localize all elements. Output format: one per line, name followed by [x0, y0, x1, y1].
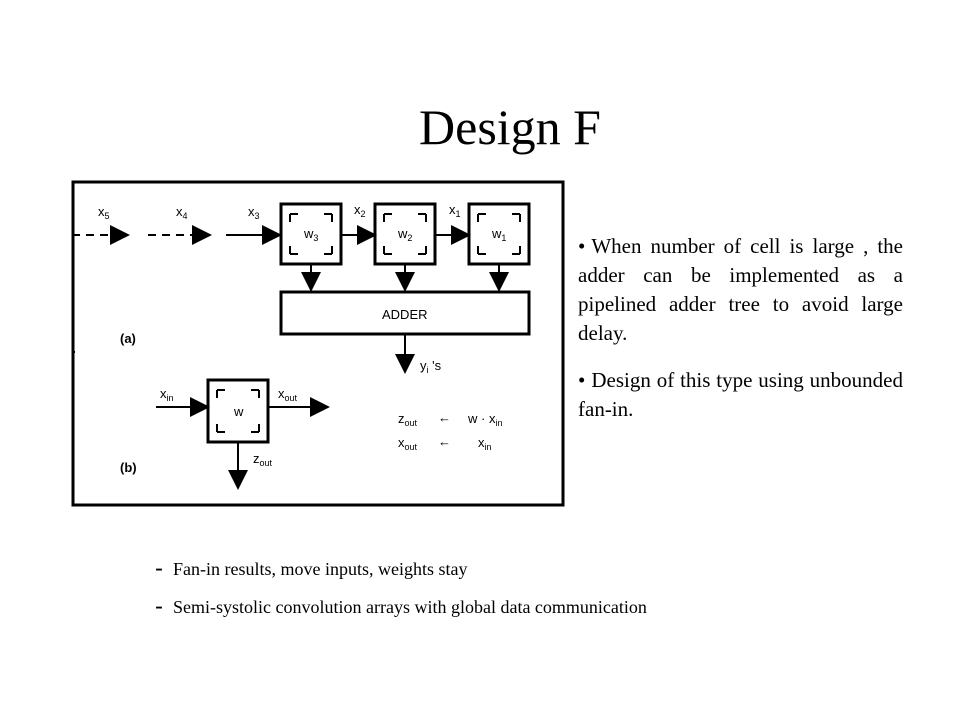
note-text: Semi-systolic convolution arrays with gl… [173, 596, 647, 617]
input-label-x1: x1 [449, 202, 461, 219]
notes-list: - Fan-in results, move inputs, weights s… [155, 550, 647, 626]
cell-b-output-label: xout [278, 386, 298, 403]
note-item: - Fan-in results, move inputs, weights s… [155, 550, 647, 588]
figure-frame [71, 180, 565, 507]
bullet-list: •When number of cell is large , the adde… [578, 232, 903, 442]
svg-text:w: w [233, 404, 244, 419]
svg-text:zout: zout [398, 411, 418, 428]
svg-text:←: ← [438, 410, 451, 425]
input-label-x5: x5 [98, 204, 110, 221]
equation-zout: zout ← w · xin [398, 410, 502, 428]
bullet-dot: • [578, 234, 586, 258]
bullet-text: Design of this type using unbounded fan-… [578, 368, 903, 421]
cell-w1: w1 [467, 202, 531, 266]
cell-w: w [206, 378, 270, 444]
cell-b-input-label: xin [160, 386, 174, 403]
cell-b-zout-label: zout [253, 451, 273, 468]
design-f-figure: x5 x4 x3 x2 x1 w3 w2 w1 [68, 180, 568, 508]
input-label-x2: x2 [354, 202, 366, 219]
note-item: - Semi-systolic convolution arrays with … [155, 588, 647, 626]
adder-label: ADDER [382, 307, 428, 322]
cell-w2: w2 [373, 202, 437, 266]
slide-title: Design F [419, 99, 601, 155]
svg-text:w · xin: w · xin [467, 411, 502, 428]
dash-icon: - [155, 555, 163, 582]
svg-text:w1: w1 [491, 226, 506, 243]
cell-w3: w3 [279, 202, 343, 266]
equation-xout: xout ← xin [398, 434, 492, 452]
svg-text:←: ← [438, 434, 451, 449]
part-a-label: (a) [120, 331, 136, 346]
input-label-x3: x3 [248, 204, 260, 221]
part-b-label: (b) [120, 460, 137, 475]
svg-text:xin: xin [478, 435, 492, 452]
output-label: yi 's [420, 358, 442, 375]
bullet-dot: • [578, 368, 586, 392]
svg-text:w2: w2 [397, 226, 412, 243]
dash-icon: - [155, 593, 163, 620]
input-label-x4: x4 [176, 204, 188, 221]
bullet-text: When number of cell is large , the adder… [578, 234, 903, 345]
svg-text:w3: w3 [303, 226, 318, 243]
note-text: Fan-in results, move inputs, weights sta… [173, 558, 468, 579]
svg-text:xout: xout [398, 435, 418, 452]
bullet-item: •Design of this type using unbounded fan… [578, 366, 903, 424]
bullet-item: •When number of cell is large , the adde… [578, 232, 903, 348]
systolic-diagram: x5 x4 x3 x2 x1 w3 w2 w1 [71, 180, 565, 507]
